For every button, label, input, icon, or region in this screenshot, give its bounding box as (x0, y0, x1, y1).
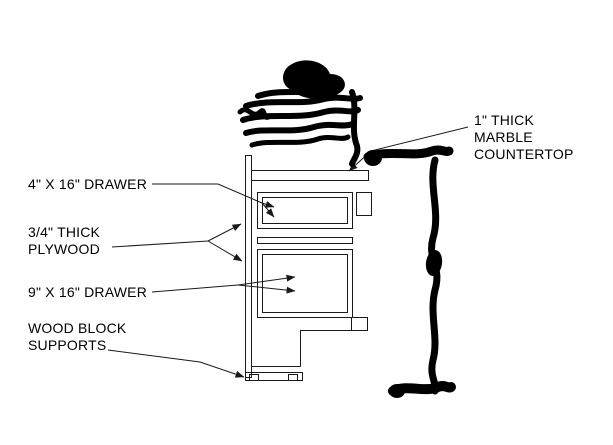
support-block-right (288, 374, 298, 381)
scribble-bottom-bar (388, 381, 456, 396)
label-plywood: 3/4" THICK PLYWOOD (28, 224, 100, 258)
countertop-slab (251, 170, 369, 181)
scribble-right-top-bar (363, 145, 454, 162)
label-drawer-9x16: 9" X 16" DRAWER (28, 284, 148, 300)
leader-plywood-arrow-2 (207, 240, 243, 262)
lower-rail-block (351, 317, 368, 331)
label-drawer-4x16: 4" X 16" DRAWER (28, 176, 148, 192)
marker-scribbles (237, 60, 456, 398)
label-supports-line-1: WOOD BLOCK (28, 320, 127, 336)
lower-drawer-outer (257, 249, 353, 318)
label-marble-countertop: 1" THICK MARBLE COUNTERTOP (474, 112, 574, 163)
middle-rail (257, 237, 353, 244)
scribble-right-vertical (428, 156, 441, 395)
upper-drawer-inner (262, 197, 348, 224)
scribble-top-stroke-4 (243, 121, 355, 136)
lower-drawer-inner (262, 254, 348, 313)
scribble-bottom-blob (389, 384, 405, 398)
scribble-top-stroke-1 (255, 85, 333, 99)
label-supports-line-2: SUPPORTS (28, 337, 107, 353)
leader-drawer-bottom-arrow-1 (237, 274, 296, 286)
toe-step (300, 330, 353, 367)
scribble-top-stroke-2 (243, 94, 363, 109)
label-countertop-line-2: MARBLE (474, 129, 533, 145)
scribble-top-stroke-5 (249, 134, 351, 148)
leader-drawer-bottom (151, 284, 239, 293)
scribble-right-top-blob (364, 150, 382, 166)
leader-supports (107, 349, 245, 378)
cabinet-outline (245, 155, 372, 381)
label-wood-block-supports: WOOD BLOCK SUPPORTS (28, 320, 126, 354)
support-block-left (249, 374, 259, 381)
scribble-right-knot (425, 250, 443, 276)
upper-drawer-outer (257, 192, 353, 229)
leader-drawer-top (152, 183, 263, 204)
leader-plywood (111, 240, 209, 248)
base-board (245, 372, 303, 381)
upper-rail-block (356, 192, 372, 216)
label-plywood-line-1: 3/4" THICK (28, 224, 101, 240)
scribble-top-zigzag (237, 107, 273, 120)
side-panel (245, 155, 252, 378)
leader-drawer-top-arrow-1 (261, 200, 275, 208)
leader-lines (107, 126, 469, 378)
scribble-top-descender (349, 89, 361, 167)
label-countertop-line-1: 1" THICK (474, 112, 534, 128)
label-plywood-line-2: PLYWOOD (28, 241, 100, 257)
label-countertop-line-3: COUNTERTOP (474, 146, 574, 162)
leader-drawer-bottom-arrow-2 (237, 284, 296, 294)
leader-drawer-top-arrow-2 (261, 202, 275, 218)
leader-plywood-arrow-1 (207, 223, 242, 242)
